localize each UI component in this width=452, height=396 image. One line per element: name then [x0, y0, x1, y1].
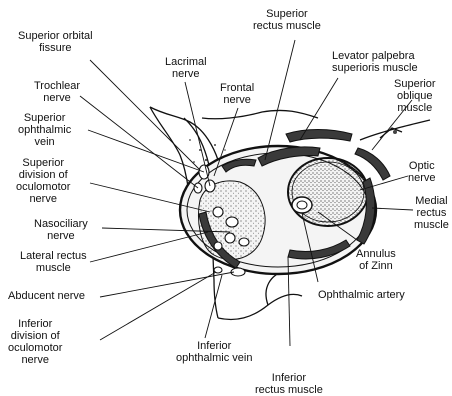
label-superior-orbital-fissure: Superior orbital fissure — [18, 30, 93, 54]
label-lacrimal-nerve: Lacrimal nerve — [165, 56, 207, 80]
label-superior-division-oculomotor: Superior division of oculomotor nerve — [16, 157, 70, 205]
label-superior-oblique-muscle: Superior oblique muscle — [394, 78, 436, 114]
label-inferior-ophthalmic-vein: Inferior ophthalmic vein — [176, 340, 252, 364]
ophthalmic-artery-shape — [292, 197, 312, 213]
label-ophthalmic-artery: Ophthalmic artery — [318, 289, 405, 301]
label-lateral-rectus-muscle: Lateral rectus muscle — [20, 250, 87, 274]
label-annulus-of-zinn: Annulus of Zinn — [356, 248, 396, 272]
label-levator-palpebrae: Levator palpebra superioris muscle — [332, 50, 418, 74]
label-medial-rectus-muscle: Medial rectus muscle — [414, 195, 449, 231]
label-optic-nerve: Optic nerve — [408, 160, 436, 184]
label-nasociliary-nerve: Nasociliary nerve — [34, 218, 88, 242]
label-abducent-nerve: Abducent nerve — [8, 290, 85, 302]
label-inferior-rectus-muscle: Inferior rectus muscle — [255, 372, 323, 396]
label-frontal-nerve: Frontal nerve — [220, 82, 254, 106]
label-superior-ophthalmic-vein: Superior ophthalmic vein — [18, 112, 71, 148]
label-superior-rectus-muscle: Superior rectus muscle — [253, 8, 321, 32]
optic-nerve-shape — [288, 158, 368, 226]
label-inferior-division-oculomotor: Inferior division of oculomotor nerve — [8, 318, 62, 366]
label-trochlear-nerve: Trochlear nerve — [34, 80, 80, 104]
